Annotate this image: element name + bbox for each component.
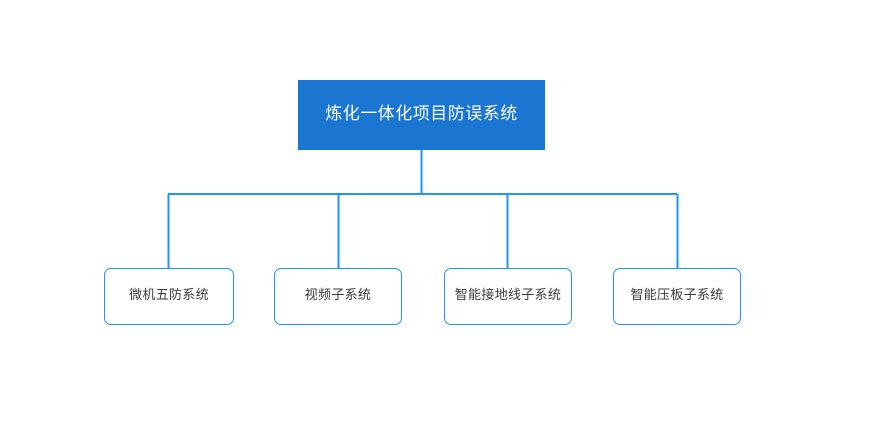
node-root[interactable]: 炼化一体化项目防误系统 bbox=[298, 80, 545, 150]
node-child-zhinengjiedixian[interactable]: 智能接地线子系统 bbox=[444, 268, 572, 325]
node-child-label: 微机五防系统 bbox=[129, 288, 209, 304]
node-child-zhinengyaban[interactable]: 智能压板子系统 bbox=[613, 268, 741, 325]
node-child-label: 智能接地线子系统 bbox=[454, 288, 562, 304]
node-child-label: 智能压板子系统 bbox=[630, 288, 724, 304]
node-child-label: 视频子系统 bbox=[304, 288, 372, 304]
node-child-shipin[interactable]: 视频子系统 bbox=[274, 268, 402, 325]
node-child-weijiwufang[interactable]: 微机五防系统 bbox=[104, 268, 234, 325]
node-root-label: 炼化一体化项目防误系统 bbox=[325, 104, 518, 125]
